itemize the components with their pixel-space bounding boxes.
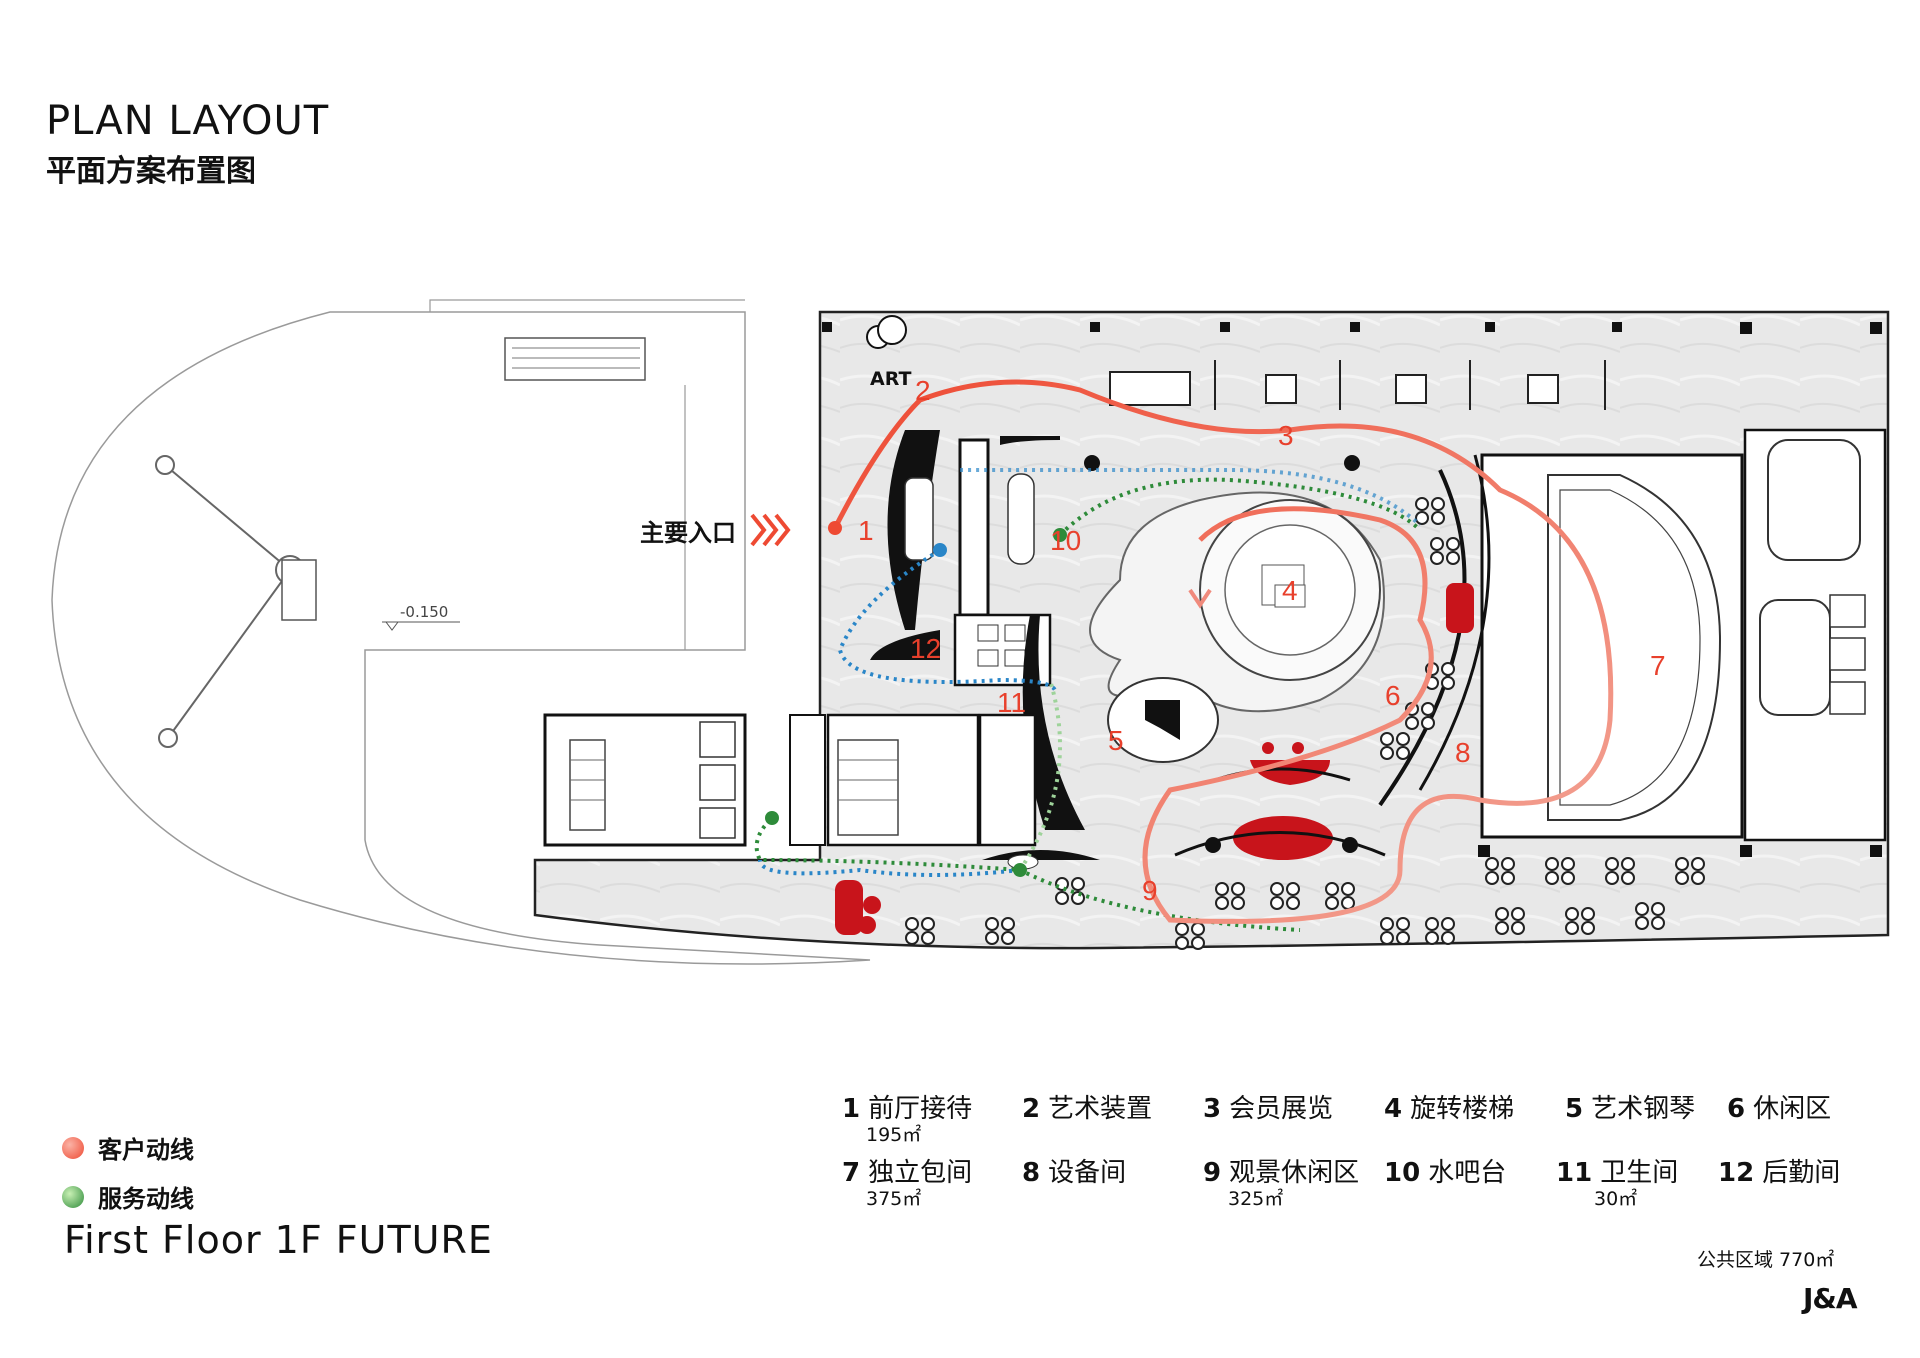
art-piano bbox=[1107, 677, 1219, 763]
art-label: ART bbox=[870, 368, 911, 390]
meeting-table-red bbox=[1233, 742, 1333, 860]
customer-flow-dot-icon bbox=[62, 1136, 84, 1159]
service-flow-nodes bbox=[765, 528, 1067, 877]
zone-number-11: 11 bbox=[997, 687, 1026, 718]
legend-service-label: 服务动线 bbox=[98, 1185, 194, 1213]
service-flow-dot-icon bbox=[62, 1185, 84, 1208]
exhibit-panels bbox=[1109, 371, 1559, 406]
key-area-9: 325㎡ bbox=[1228, 1188, 1284, 1210]
customer-flow-path bbox=[832, 379, 1614, 924]
spiral-staircase bbox=[1089, 491, 1385, 713]
legend-customer-label: 客户动线 bbox=[98, 1136, 194, 1164]
key-area-7: 375㎡ bbox=[866, 1188, 922, 1210]
brand-logo: J&A bbox=[1803, 1282, 1858, 1315]
chair-clusters bbox=[905, 497, 1705, 950]
page-title: PLAN LAYOUT bbox=[46, 98, 330, 144]
zone-number-10: 10 bbox=[1050, 525, 1081, 556]
zone-number-3: 3 bbox=[1278, 420, 1294, 451]
zone-number-1: 1 bbox=[858, 515, 874, 546]
zone-number-12: 12 bbox=[910, 633, 941, 664]
zone-number-9: 9 bbox=[1142, 875, 1158, 906]
public-area-total: 公共区域 770㎡ bbox=[1697, 1249, 1835, 1271]
service-flow-blue bbox=[837, 548, 1057, 692]
legend-customer-flow: 客户动线 bbox=[62, 1130, 194, 1165]
floor-name: First Floor 1F FUTURE bbox=[64, 1218, 493, 1262]
zone-number-5: 5 bbox=[1108, 725, 1124, 756]
zone-number-4: 4 bbox=[1282, 575, 1298, 606]
service-flow-path bbox=[1058, 477, 1422, 537]
zone-number-2: 2 bbox=[915, 375, 931, 406]
zone-number-8: 8 bbox=[1455, 737, 1471, 768]
zone-numbers: 1 2 3 4 5 6 7 8 9 10 11 12 bbox=[858, 375, 1666, 906]
elevation-label: -0.150 bbox=[400, 603, 448, 621]
legend-service-flow: 服务动线 bbox=[62, 1179, 194, 1214]
hull-outline bbox=[51, 311, 871, 965]
entrance-label: 主要入口 bbox=[640, 519, 736, 547]
page-subtitle: 平面方案布置图 bbox=[46, 154, 256, 189]
entrance-arrow-icon bbox=[750, 513, 791, 547]
zone-number-6: 6 bbox=[1385, 680, 1401, 711]
key-area-1: 195㎡ bbox=[866, 1124, 922, 1146]
zone-number-7: 7 bbox=[1650, 650, 1666, 681]
key-area-11: 30㎡ bbox=[1594, 1188, 1638, 1210]
